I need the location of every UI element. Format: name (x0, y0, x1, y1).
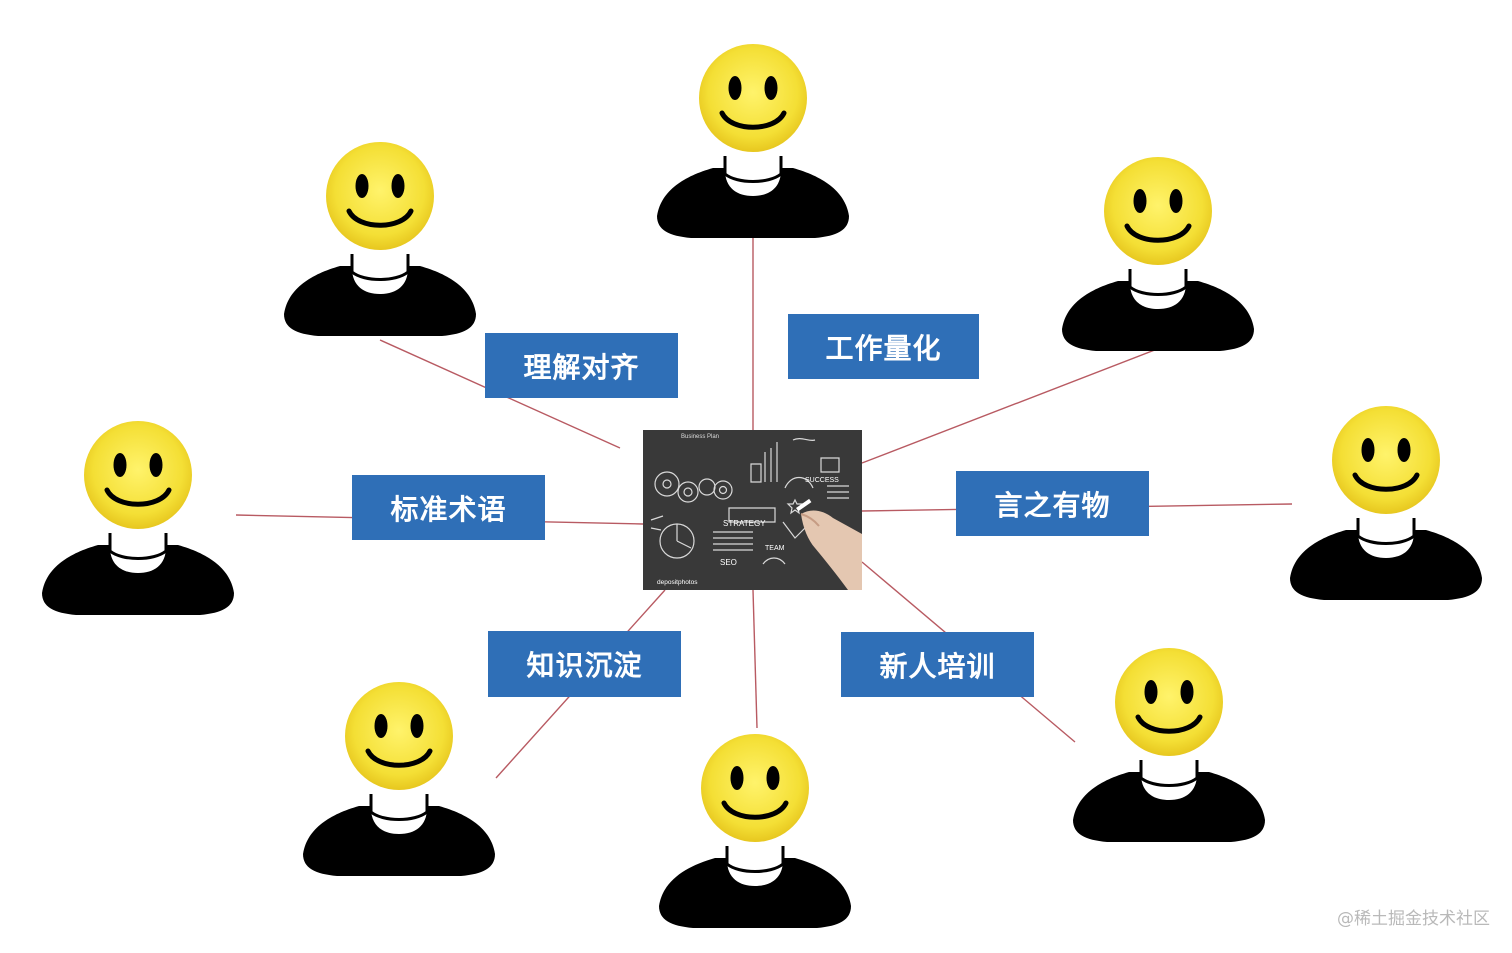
person-avatar-bottom-right (1073, 648, 1265, 842)
person-avatar-top-right (1062, 157, 1254, 351)
label-substantive-communication: 言之有物 (956, 471, 1149, 536)
label-work-quantification: 工作量化 (788, 314, 979, 379)
label-knowledge-retention: 知识沉淀 (488, 631, 681, 697)
label-standard-terms: 标准术语 (352, 475, 545, 540)
line-to-bottom-person (752, 589, 758, 729)
hand-with-chalk-icon (796, 498, 862, 590)
blackboard-strategy-text: STRATEGY (723, 519, 766, 528)
central-blackboard-image: Business Plan STRATEGY SUCCESS (643, 430, 862, 590)
person-avatar-bottom (659, 734, 851, 928)
label-understanding-alignment: 理解对齐 (485, 333, 678, 398)
person-avatar-left (42, 421, 234, 615)
line-to-top-right-person (861, 347, 1161, 464)
person-avatar-top (657, 44, 849, 238)
person-avatar-bottom-left (303, 682, 495, 876)
blackboard-team-text: TEAM (765, 545, 785, 552)
person-avatar-right (1290, 406, 1482, 600)
label-new-hire-training: 新人培训 (841, 632, 1034, 697)
blackboard-success-text: SUCCESS (805, 477, 839, 484)
blackboard-brand-text: depositphotos (657, 579, 698, 586)
blackboard-title: Business Plan (681, 434, 719, 440)
person-avatar-top-left (284, 142, 476, 336)
blackboard-seo-text: SEO (720, 558, 737, 567)
watermark-text: @稀土掘金技术社区 (1337, 909, 1490, 929)
